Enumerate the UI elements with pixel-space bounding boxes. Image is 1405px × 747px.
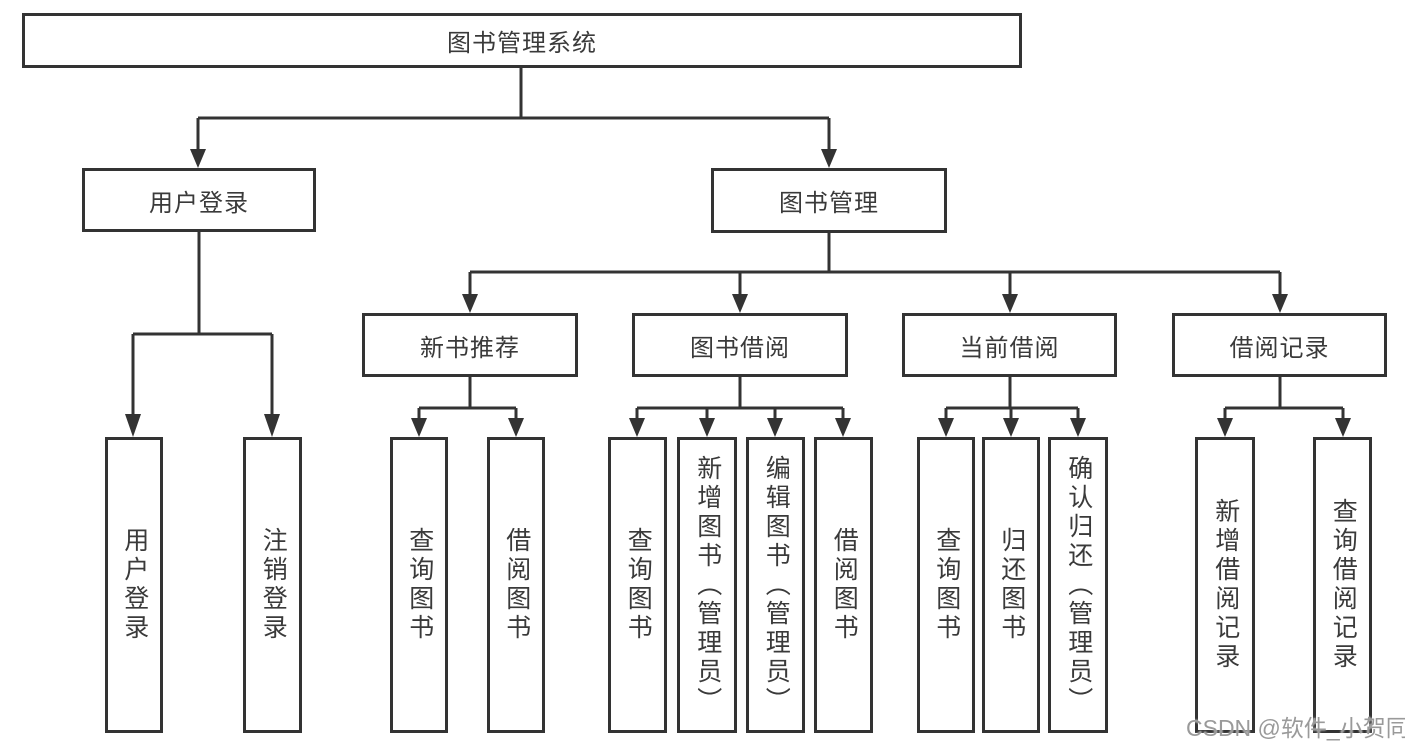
node-user-login-label: 用户登录 [149, 189, 249, 217]
leaf-confirm-return-admin: 确认归还（管理员） [1048, 437, 1108, 733]
leaf-query-borrow-record-label: 查询借阅记录 [1329, 498, 1358, 672]
node-book-management-label: 图书管理 [779, 190, 879, 217]
node-borrowing-records: 借阅记录 [1172, 313, 1387, 377]
node-borrowing-records-label: 借阅记录 [1229, 334, 1330, 362]
leaf-query-books-borrowing: 查询图书 [608, 437, 667, 733]
leaf-logout-label: 注销登录 [259, 527, 288, 643]
leaf-edit-books-admin-label: 编辑图书（管理员） [762, 454, 791, 716]
node-root: 图书管理系统 [22, 13, 1022, 68]
leaf-query-books-recommend-label: 查询图书 [405, 527, 434, 643]
leaf-borrow-books-recommend-label: 借阅图书 [502, 527, 531, 643]
node-user-login: 用户登录 [82, 168, 316, 232]
leaf-borrow-books-borrowing: 借阅图书 [814, 437, 873, 733]
leaf-add-borrow-record: 新增借阅记录 [1195, 437, 1255, 733]
node-book-borrowing-label: 图书借阅 [690, 334, 790, 362]
node-current-borrowing-label: 当前借阅 [959, 334, 1060, 362]
leaf-confirm-return-admin-label: 确认归还（管理员） [1064, 454, 1093, 716]
leaf-query-books-current: 查询图书 [917, 437, 975, 733]
node-book-management: 图书管理 [711, 168, 947, 233]
node-book-borrowing: 图书借阅 [632, 313, 848, 377]
leaf-query-books-recommend: 查询图书 [390, 437, 448, 733]
leaf-borrow-books-borrowing-label: 借阅图书 [830, 527, 859, 643]
leaf-borrow-books-recommend: 借阅图书 [487, 437, 545, 733]
node-current-borrowing: 当前借阅 [902, 313, 1117, 377]
leaf-add-books-admin-label: 新增图书（管理员） [693, 454, 722, 716]
leaf-query-books-current-label: 查询图书 [932, 527, 961, 643]
leaf-query-books-borrowing-label: 查询图书 [624, 527, 653, 643]
watermark: CSDN @软件_小贺同学 [1186, 715, 1405, 741]
node-new-book-recommend-label: 新书推荐 [420, 334, 520, 362]
leaf-return-books-label: 归还图书 [997, 527, 1026, 643]
leaf-return-books: 归还图书 [982, 437, 1040, 733]
node-new-book-recommend: 新书推荐 [362, 313, 578, 377]
node-root-label: 图书管理系统 [447, 30, 597, 57]
leaf-add-books-admin: 新增图书（管理员） [677, 437, 737, 733]
leaf-user-login-label: 用户登录 [120, 527, 149, 643]
leaf-edit-books-admin: 编辑图书（管理员） [746, 437, 805, 733]
leaf-user-login: 用户登录 [105, 437, 163, 733]
leaf-logout: 注销登录 [243, 437, 302, 733]
leaf-add-borrow-record-label: 新增借阅记录 [1211, 498, 1240, 672]
leaf-query-borrow-record: 查询借阅记录 [1313, 437, 1372, 733]
